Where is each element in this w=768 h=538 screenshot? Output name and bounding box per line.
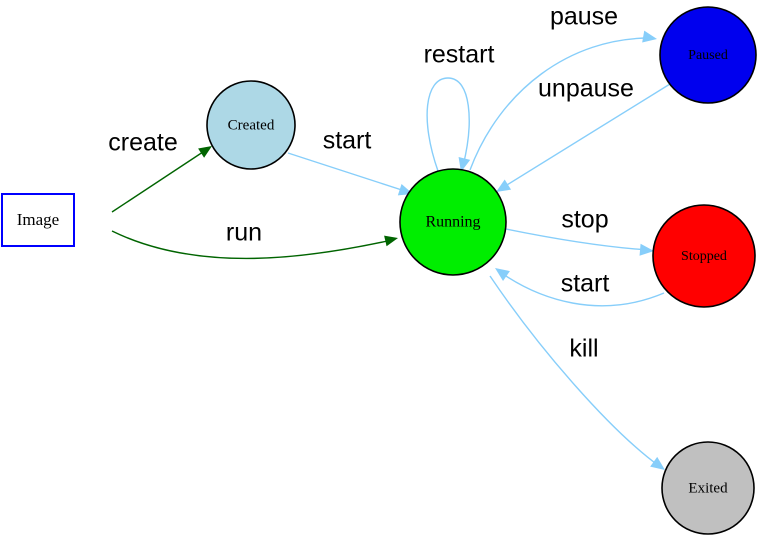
edge-start-stopped [495, 268, 665, 307]
edge-label-restart: restart [424, 41, 495, 69]
node-created[interactable]: Created [206, 80, 296, 170]
node-label-created: Created [228, 117, 275, 133]
edge-label-start-stopped: start [561, 270, 610, 298]
edge-path-start-created [287, 152, 409, 193]
edge-path-kill [489, 275, 660, 467]
arrowhead-unpause [496, 179, 512, 192]
node-shape-image[interactable] [1, 193, 75, 247]
edge-pause [469, 30, 657, 171]
edges-layer [111, 30, 671, 470]
edge-path-run [111, 230, 393, 260]
node-shape-stopped[interactable] [652, 204, 756, 308]
edge-path-create [111, 147, 210, 213]
node-label-image: Image [17, 210, 59, 229]
arrowhead-stop [639, 243, 654, 256]
node-label-running: Running [425, 214, 480, 231]
edge-path-pause [469, 37, 651, 171]
node-shape-running[interactable] [399, 168, 507, 276]
edge-label-unpause: unpause [538, 75, 634, 103]
arrowhead-pause [642, 30, 657, 43]
edge-label-pause: pause [550, 3, 618, 31]
node-exited[interactable]: Exited [661, 441, 755, 535]
arrowhead-run [384, 235, 398, 247]
edge-labels-layer: create run start restart pause unpause stop sta… [108, 3, 634, 363]
node-stopped[interactable]: Stopped [652, 204, 756, 308]
edge-start-created [287, 152, 413, 196]
edge-unpause [496, 83, 671, 192]
edge-restart [426, 77, 471, 172]
arrowhead-start-stopped [495, 268, 510, 281]
arrowhead-create [198, 146, 212, 158]
node-shape-created[interactable] [206, 80, 296, 170]
edge-label-run: run [226, 219, 262, 247]
node-paused[interactable]: Paused [659, 6, 757, 104]
edge-label-kill: kill [569, 335, 598, 363]
arrowhead-kill [650, 456, 665, 470]
edge-label-stop: stop [561, 206, 608, 234]
edge-path-restart [426, 77, 470, 172]
arrowhead-restart [458, 156, 471, 172]
edge-label-create: create [108, 129, 177, 157]
node-running[interactable]: Running [399, 168, 507, 276]
node-image[interactable]: Image [1, 193, 75, 247]
edge-kill [489, 275, 665, 470]
edge-run [111, 230, 398, 260]
edge-path-stop [505, 228, 649, 251]
edge-label-start-created: start [323, 127, 372, 155]
edge-path-start-stopped [499, 271, 665, 307]
node-shape-exited[interactable] [661, 441, 755, 535]
edge-create [111, 146, 212, 213]
node-label-stopped: Stopped [681, 249, 727, 264]
node-shape-paused[interactable] [659, 6, 757, 104]
edge-stop [505, 228, 654, 256]
node-label-exited: Exited [688, 480, 728, 496]
node-label-paused: Paused [688, 48, 728, 63]
edge-path-unpause [501, 83, 671, 189]
